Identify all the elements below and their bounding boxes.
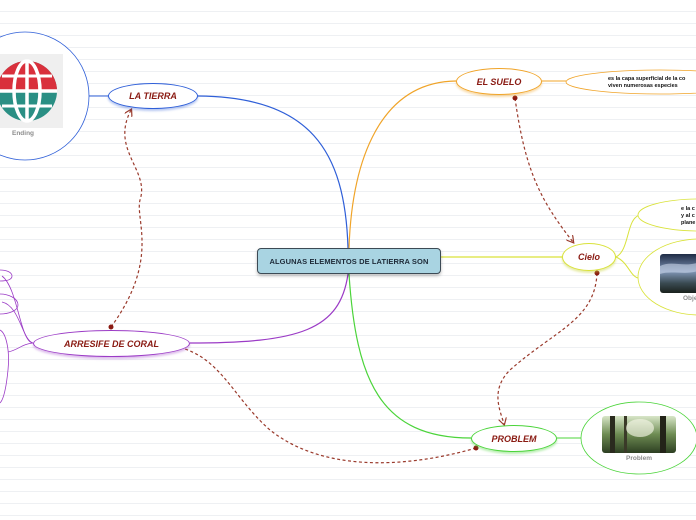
branch-cielo-note [615, 214, 641, 258]
topic-problem[interactable]: PROBLEM [471, 425, 557, 452]
cielo-note-line-1: e la c [681, 206, 695, 212]
arresife-subtopic-outline-2 [0, 293, 19, 315]
branch-la-tierra [197, 95, 349, 249]
relationship-anchor-problem [473, 445, 479, 451]
branch-arresife-sub-3 [7, 342, 34, 353]
cielo-note-line-3: plane [681, 220, 696, 226]
suelo-note-text: es la capa superficial de la co viven nu… [608, 76, 696, 90]
problem-image-caption: Problem [626, 455, 653, 462]
branch-problem [348, 273, 472, 439]
suelo-note-line-1: es la capa superficial de la co [608, 76, 686, 82]
relationship-suelo-cielo [514, 97, 573, 242]
topic-problem-label: PROBLEM [491, 433, 537, 444]
relationship-arresife-tierra [110, 110, 143, 328]
topic-la-tierra-label: LA TIERRA [129, 91, 177, 101]
suelo-note-bubble [565, 69, 696, 95]
relationship-anchor-cielo [594, 270, 600, 276]
branch-arresife-sub-1 [1, 275, 34, 344]
topic-cielo-label: Cielo [577, 252, 600, 262]
suelo-note-line-2: viven numerosas especies [608, 83, 678, 89]
arresife-subtopic-outline-1 [0, 269, 13, 282]
relationship-anchor-suelo [512, 95, 518, 101]
branch-arresife-sub-2 [1, 301, 34, 344]
branch-el-suelo [348, 80, 457, 249]
cielo-image-caption: Obje [683, 295, 696, 302]
relationship-cielo-problem [497, 272, 598, 424]
cielo-note-text: e la c y al c plane [681, 206, 696, 227]
central-topic-label: ALGUNAS ELEMENTOS DE LATIERRA SON [269, 256, 429, 266]
branch-arresife [189, 273, 349, 344]
cielo-note-bubble [637, 198, 696, 232]
topic-el-suelo[interactable]: EL SUELO [456, 68, 542, 95]
sky-photo [660, 254, 696, 293]
cielo-note-line-2: y al c [681, 213, 695, 219]
topic-arresife-de-coral[interactable]: ARRESIFE DE CORAL [33, 330, 190, 357]
topic-arresife-de-coral-label: ARRESIFE DE CORAL [63, 338, 159, 349]
topic-cielo[interactable]: Cielo [562, 243, 616, 271]
relationship-problem-arresife [168, 345, 477, 464]
ending-caption: Ending [12, 130, 35, 137]
topic-el-suelo-label: EL SUELO [476, 76, 522, 87]
branch-cielo-image [615, 256, 639, 279]
relationship-anchor-arresife [108, 324, 114, 330]
central-topic[interactable]: ALGUNAS ELEMENTOS DE LATIERRA SON [257, 248, 441, 274]
globe-icon [0, 54, 63, 128]
topic-la-tierra[interactable]: LA TIERRA [108, 83, 198, 109]
arresife-subtopic-outline-3 [0, 329, 9, 404]
forest-photo [602, 416, 676, 453]
